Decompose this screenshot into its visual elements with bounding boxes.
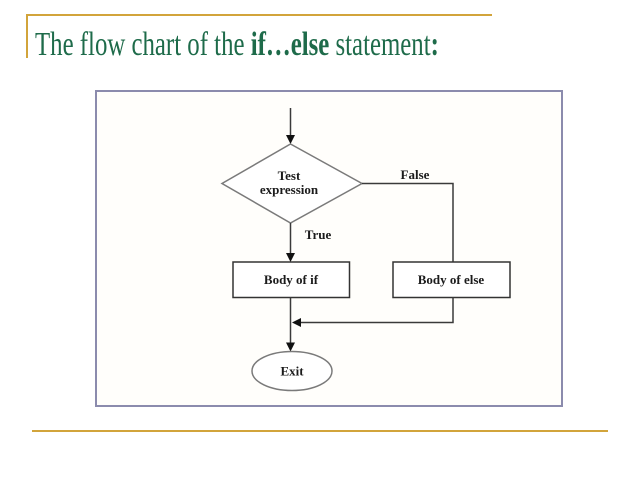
- else-box: [392, 261, 511, 299]
- flowchart-diagram: Test expression False True Body of if Bo…: [95, 90, 563, 407]
- decision-label-line2: expression: [260, 182, 319, 197]
- title-prefix: The flow chart of the: [35, 26, 251, 63]
- title-keyword: if…else: [250, 26, 330, 63]
- edge-decision-to-else: [362, 182, 454, 262]
- exit-ellipse: [251, 350, 333, 392]
- decision-label-line1: Test: [278, 168, 301, 183]
- else-box-label: Body of else: [418, 272, 485, 287]
- arrowhead-into-exit: [286, 342, 295, 352]
- title-mid: statement: [329, 26, 431, 63]
- arrowhead-merge-left: [292, 318, 301, 327]
- branch-false-label: False: [401, 167, 430, 182]
- if-box-label: Body of if: [264, 272, 319, 287]
- bottom-divider-rule: [32, 430, 608, 432]
- exit-label: Exit: [280, 364, 304, 379]
- page-title: The flow chart of the if…else statement:: [35, 27, 439, 63]
- title-accent-rule-left: [26, 14, 28, 58]
- title-accent-rule-top: [26, 14, 492, 16]
- arrowhead-into-if-box: [286, 253, 295, 262]
- edge-else-to-merge: [301, 297, 454, 324]
- flowchart-frame: [95, 90, 563, 407]
- branch-true-label: True: [305, 227, 332, 242]
- arrowhead-into-decision: [286, 135, 295, 144]
- title-colon: :: [430, 26, 439, 63]
